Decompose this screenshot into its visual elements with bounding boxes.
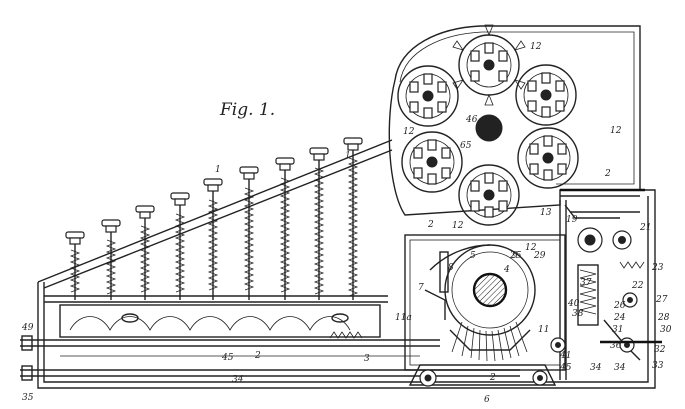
- label-31: 31: [612, 325, 623, 335]
- number-wheel-bottom: [458, 164, 520, 226]
- label-11a: 11a: [395, 313, 412, 323]
- label-34b: 34: [590, 363, 602, 373]
- label-19: 19: [566, 215, 578, 225]
- control-mechanism: [550, 204, 662, 361]
- label-21: 21: [639, 223, 651, 233]
- key-stem[interactable]: [135, 205, 155, 300]
- reference-numerals: 1 1 2 2 2 2 3 4 5 6 7 8 9 11 11a 12 12 1…: [21, 42, 672, 405]
- key-stem[interactable]: [239, 166, 259, 300]
- label-28: 28: [657, 313, 670, 323]
- label-3: 3: [364, 354, 370, 364]
- label-1b: 1: [345, 151, 351, 161]
- label-30: 30: [660, 325, 672, 335]
- number-wheel-lower-right: [517, 127, 579, 189]
- key-bank: [65, 137, 363, 300]
- label-65: 65: [460, 141, 472, 151]
- register-housing: [388, 25, 645, 216]
- key-stem[interactable]: [203, 178, 223, 300]
- label-45: 45: [559, 363, 572, 373]
- label-34c: 34: [614, 363, 626, 373]
- key-stem[interactable]: [65, 231, 85, 300]
- label-26: 26: [613, 301, 626, 311]
- label-12a: 12: [530, 42, 542, 52]
- label-7: 7: [418, 283, 424, 293]
- key-stem[interactable]: [309, 147, 329, 300]
- label-2-right: 2: [427, 220, 434, 230]
- label-8: 8: [448, 263, 454, 273]
- label-12b: 12: [403, 127, 415, 137]
- number-wheel-upper-right: [515, 64, 577, 126]
- label-25: 25: [509, 251, 522, 261]
- number-wheel-upper-left: [397, 65, 459, 127]
- label-11: 11: [538, 325, 549, 335]
- label-1a: 1: [215, 165, 221, 175]
- label-9: 9: [512, 251, 518, 261]
- drive-gear: [424, 244, 536, 362]
- stop-bar: [59, 304, 381, 339]
- label-2-top: 2: [604, 169, 611, 179]
- central-hub: [475, 114, 503, 142]
- label-2-mid: 2: [254, 351, 261, 361]
- label-22: 22: [631, 281, 644, 291]
- label-4: 4: [503, 265, 510, 275]
- label-40: 40: [567, 299, 580, 309]
- label-24: 24: [613, 313, 626, 323]
- label-6: 6: [484, 395, 490, 405]
- label-49: 49: [21, 323, 34, 333]
- label-46: 46: [465, 115, 478, 125]
- label-35: 35: [22, 393, 34, 403]
- housing: [20, 139, 656, 389]
- label-5: 5: [470, 251, 476, 261]
- left-fittings: [21, 251, 449, 381]
- label-32: 32: [654, 345, 666, 355]
- key-stem[interactable]: [170, 192, 190, 300]
- label-33: 33: [652, 361, 664, 371]
- number-wheels: [397, 24, 579, 226]
- label-38: 38: [572, 309, 584, 319]
- key-stem[interactable]: [343, 137, 363, 300]
- label-23: 23: [651, 263, 664, 273]
- label-12e: 12: [525, 243, 537, 253]
- label-2-base: 2: [489, 373, 496, 383]
- label-34a: 34: [232, 375, 244, 385]
- label-13: 13: [540, 208, 552, 218]
- key-stem[interactable]: [101, 219, 121, 300]
- label-37: 37: [580, 278, 592, 288]
- figure-title: Fig. 1.: [219, 100, 275, 120]
- label-41: 41: [559, 351, 571, 361]
- label-29: 29: [533, 251, 546, 261]
- key-stem[interactable]: [275, 157, 295, 300]
- number-wheel-top: [452, 24, 526, 106]
- number-wheel-lower-left: [401, 131, 463, 193]
- label-12d: 12: [452, 221, 464, 231]
- label-45b: 45: [221, 353, 234, 363]
- label-12c: 12: [610, 126, 622, 136]
- label-36: 36: [610, 341, 622, 351]
- label-27: 27: [655, 295, 668, 305]
